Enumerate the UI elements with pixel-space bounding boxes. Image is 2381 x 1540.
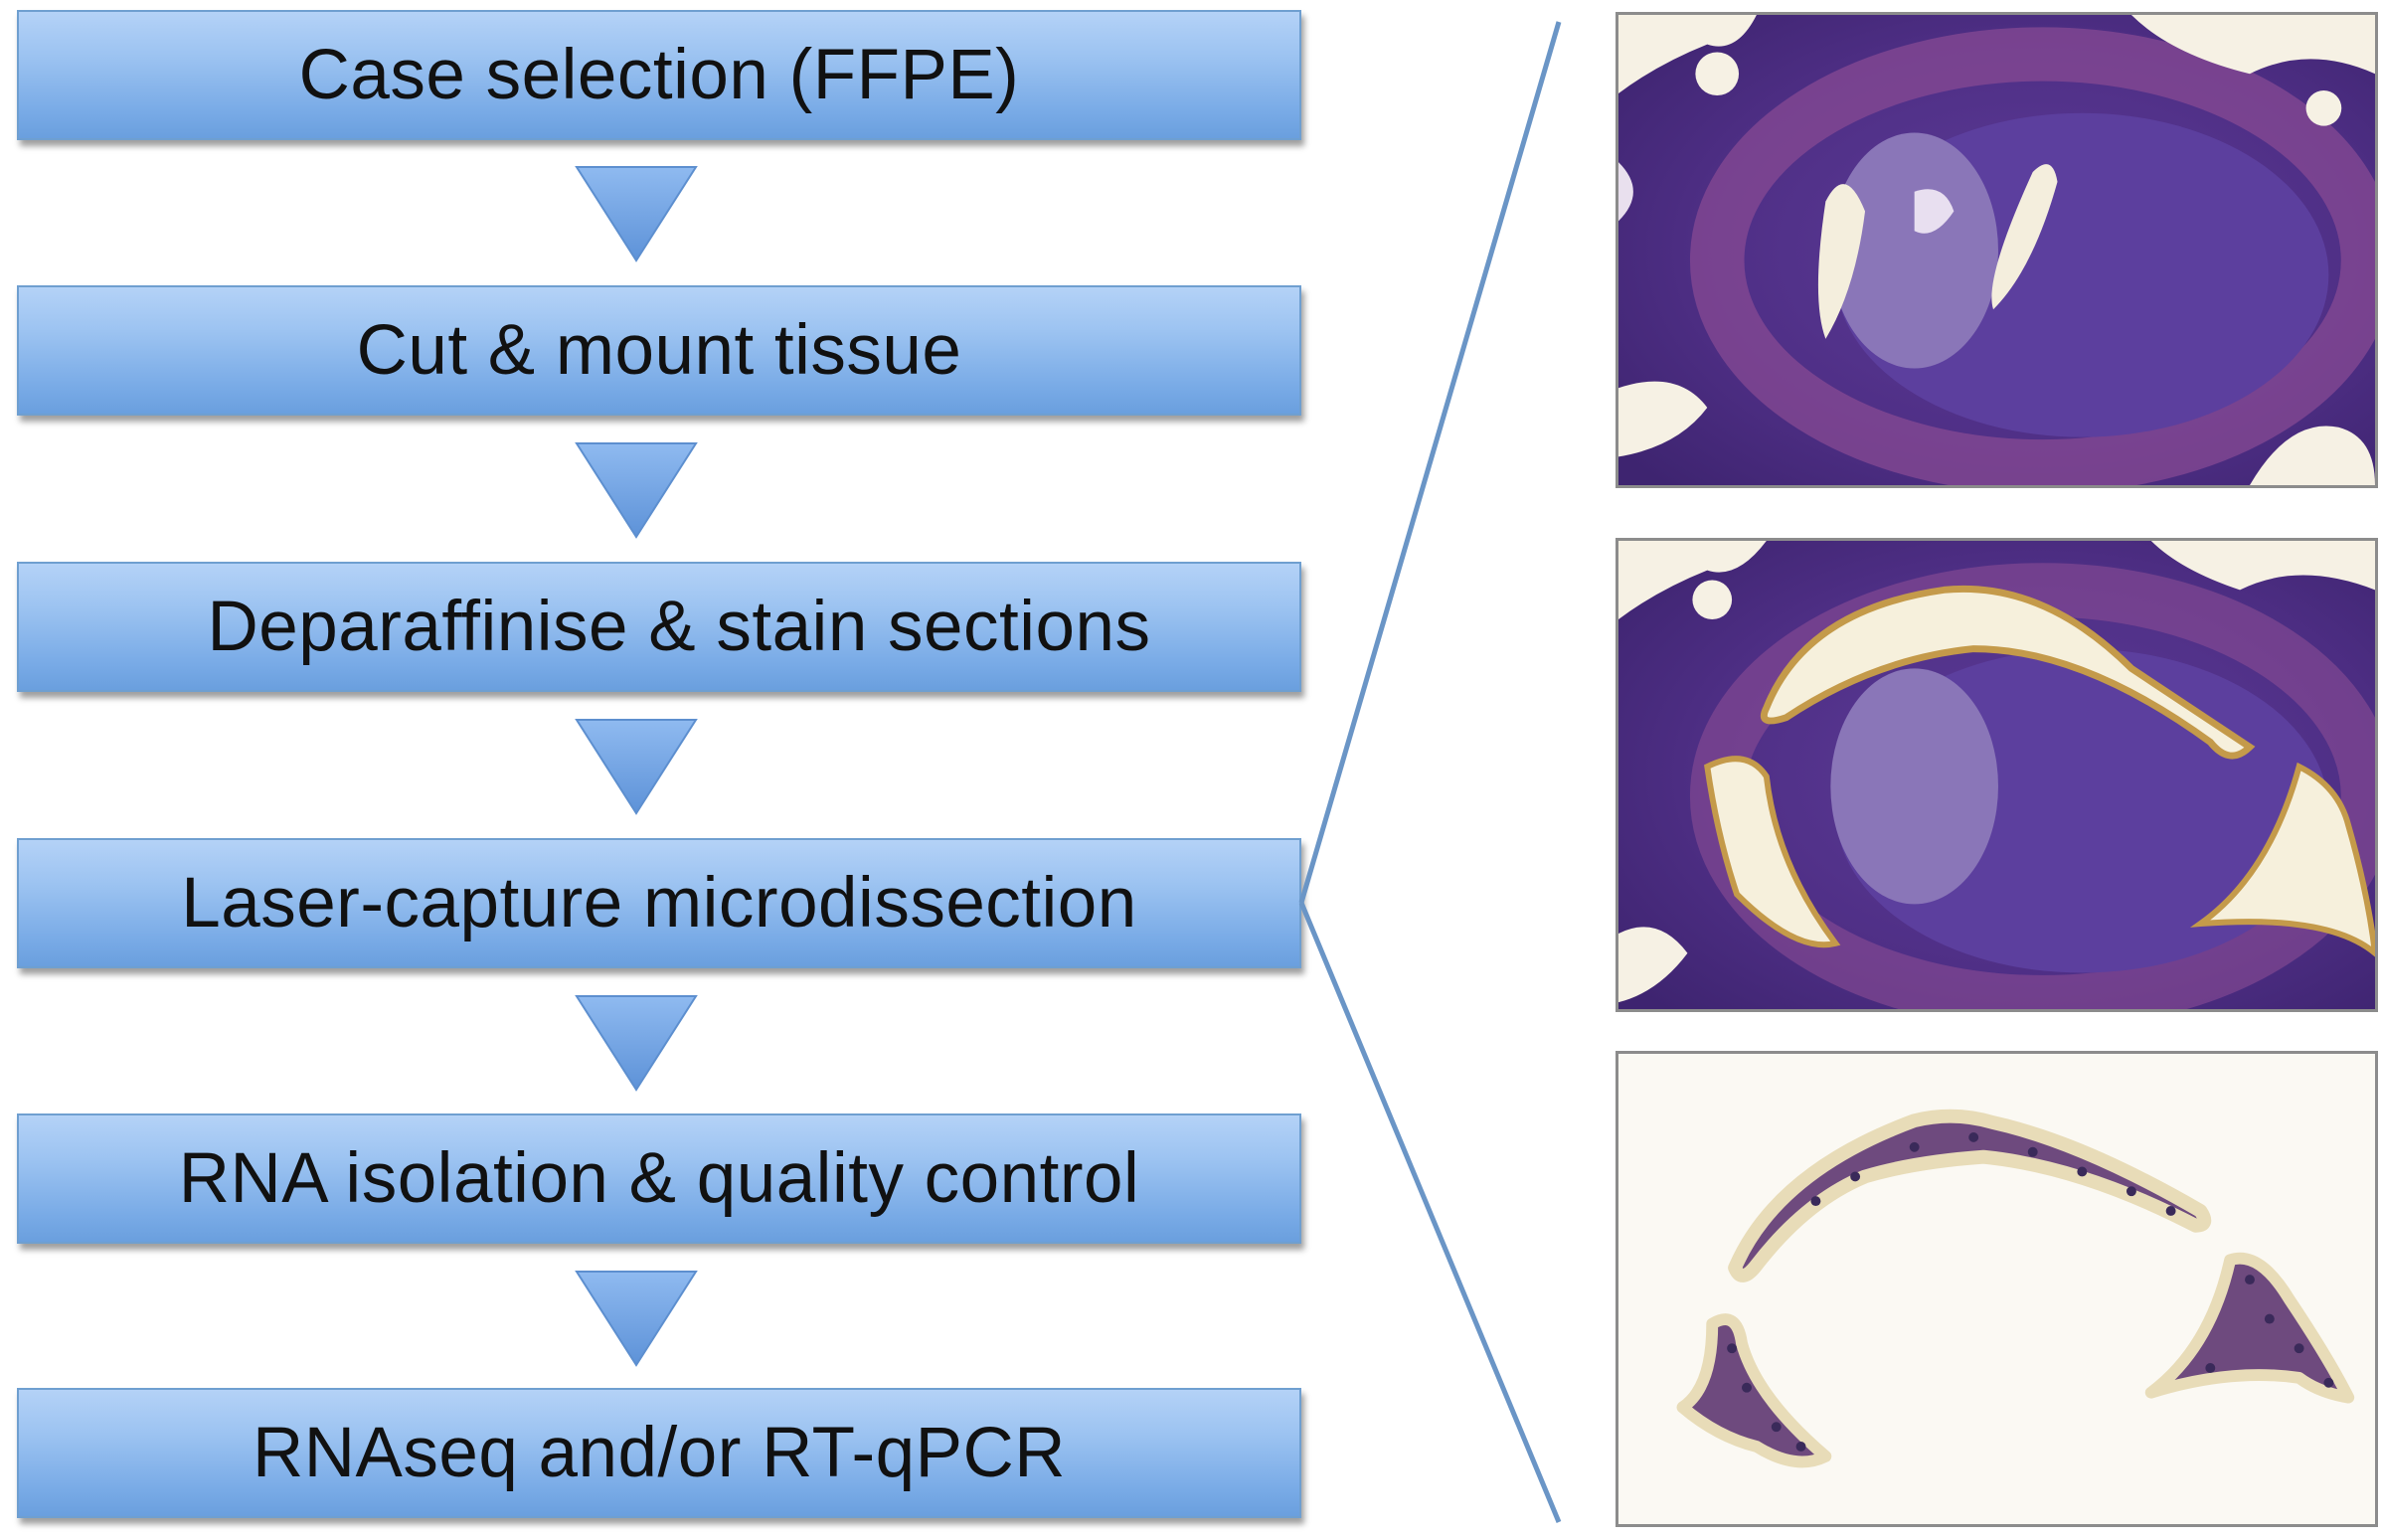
step-laser-capture: Laser-capture microdissection bbox=[17, 838, 1301, 968]
micrograph-before-lcm bbox=[1616, 12, 2378, 488]
step-label: RNA isolation & quality control bbox=[178, 1139, 1140, 1218]
tissue-section-cut-outline-image bbox=[1618, 541, 2375, 1009]
step-label: Laser-capture microdissection bbox=[181, 864, 1137, 942]
tissue-section-before-lcm-image bbox=[1618, 15, 2375, 485]
micrograph-captured-tissue bbox=[1616, 1051, 2378, 1527]
micrograph-cut-outline bbox=[1616, 538, 2378, 1012]
step-deparaffinise-stain: Deparaffinise & stain sections bbox=[17, 562, 1301, 692]
down-arrow-icon bbox=[575, 719, 698, 815]
down-arrow-icon bbox=[575, 166, 698, 262]
step-label: Case selection (FFPE) bbox=[298, 36, 1020, 114]
step-sequencing: RNAseq and/or RT-qPCR bbox=[17, 1388, 1301, 1518]
step-label: Cut & mount tissue bbox=[356, 311, 962, 390]
down-arrow-icon bbox=[575, 442, 698, 539]
captured-tissue-fragments-image bbox=[1618, 1054, 2375, 1524]
down-arrow-icon bbox=[575, 995, 698, 1092]
step-rna-isolation: RNA isolation & quality control bbox=[17, 1113, 1301, 1244]
step-label: Deparaffinise & stain sections bbox=[207, 588, 1151, 666]
step-cut-mount: Cut & mount tissue bbox=[17, 285, 1301, 416]
step-case-selection: Case selection (FFPE) bbox=[17, 10, 1301, 140]
step-label: RNAseq and/or RT-qPCR bbox=[252, 1414, 1067, 1492]
down-arrow-icon bbox=[575, 1271, 698, 1367]
